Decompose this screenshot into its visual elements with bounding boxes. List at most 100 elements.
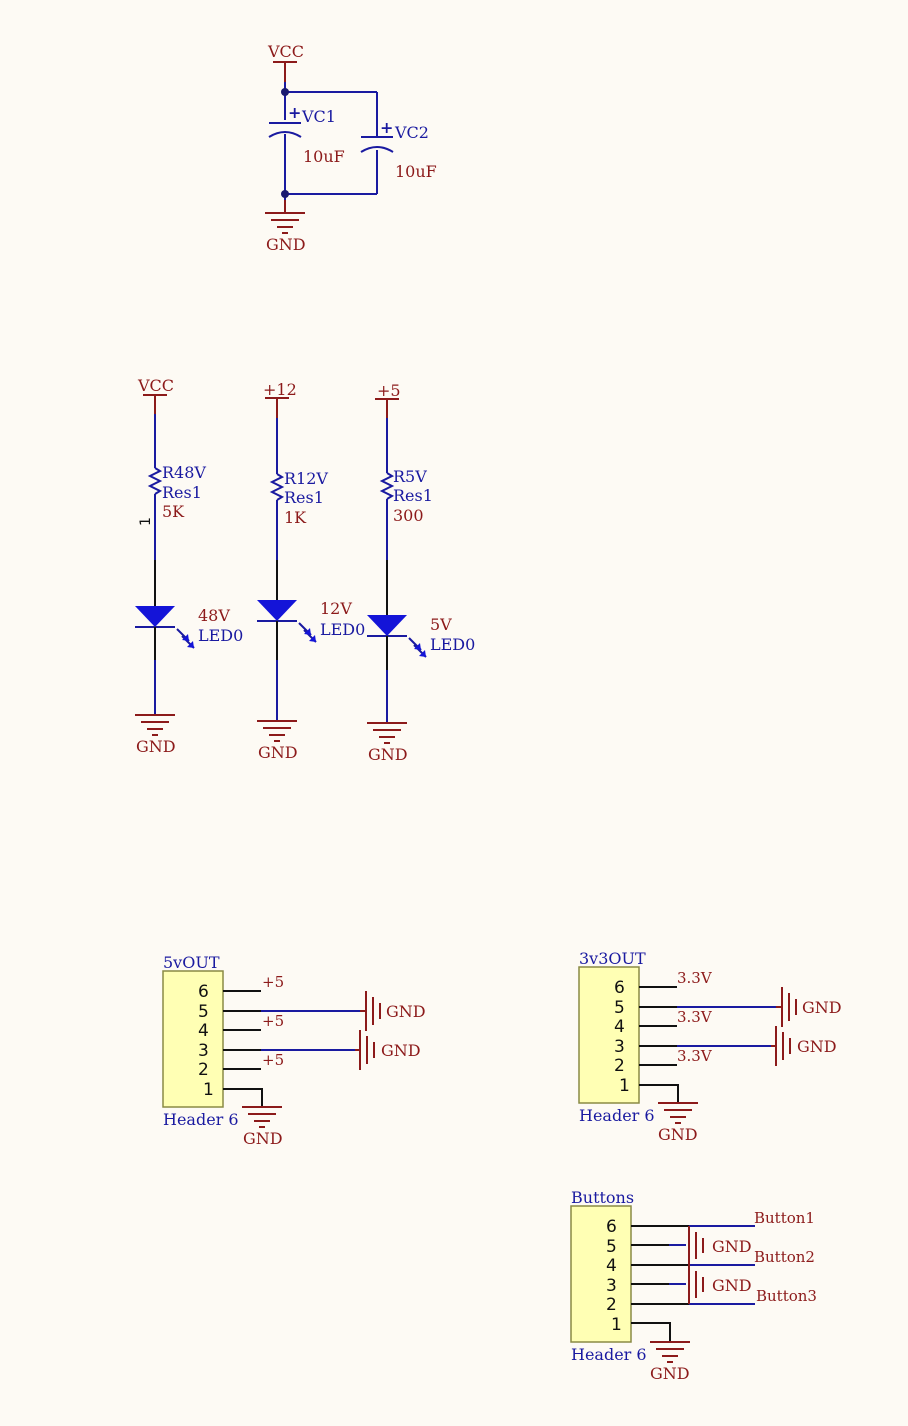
header-name: 5vOUT <box>163 953 220 972</box>
capacitor-vc1: + VC1 10uF <box>268 103 345 166</box>
pin-number: 6 <box>614 978 625 998</box>
header-body <box>570 1205 632 1343</box>
header-buttons: Buttons 6 5 4 3 2 1 Button1 Button2 Butt… <box>570 1188 817 1383</box>
pin-number: 4 <box>198 1021 209 1041</box>
res-designator: R12V <box>284 469 328 488</box>
gnd-symbol-sideways: GND <box>688 1265 752 1304</box>
net-label: Button2 <box>754 1248 815 1266</box>
header-name: 3v3OUT <box>579 949 646 968</box>
vc2-polarity: + <box>380 118 393 137</box>
vc1-value: 10uF <box>303 147 345 166</box>
pin-number: 1 <box>138 517 154 526</box>
net-label: 3.3V <box>677 1008 713 1026</box>
pin-number: 6 <box>198 982 209 1002</box>
pin-number: 3 <box>198 1041 209 1061</box>
gnd-label: GND <box>650 1364 690 1383</box>
led-branch-48v: VCC R48V Res1 5K 1 48V LED0 GND <box>135 376 243 756</box>
led-branch-5v: +5 R5V Res1 300 5V LED0 GND <box>367 381 475 764</box>
rail-label: +5 <box>377 381 401 400</box>
gnd-label: GND <box>258 743 298 762</box>
header-3v3out: 3v3OUT 6 5 4 3 2 1 3.3V 3.3V 3.3V GND <box>578 949 842 1144</box>
gnd-label: GND <box>658 1125 698 1144</box>
led-branch-12v: +12 R12V Res1 1K 12V LED0 GND <box>257 380 365 762</box>
gnd-symbol: GND <box>265 200 306 254</box>
net-label: +5 <box>262 973 284 991</box>
junction-dot <box>281 190 289 198</box>
gnd-label: GND <box>136 737 176 756</box>
vcc-power-symbol: VCC <box>267 42 304 82</box>
res-designator: R5V <box>393 467 427 486</box>
led-designator: LED0 <box>320 620 365 639</box>
net-label: Button1 <box>754 1209 815 1227</box>
gnd-label: GND <box>797 1037 837 1056</box>
pin-number: 2 <box>606 1295 617 1315</box>
pin-number: 4 <box>606 1256 617 1276</box>
pin-number: 5 <box>198 1002 209 1022</box>
pin-number: 3 <box>606 1276 617 1296</box>
res-value: 5K <box>162 502 185 521</box>
vc1-designator: VC1 <box>301 107 336 126</box>
pin-number: 1 <box>203 1080 214 1100</box>
header-type: Header 6 <box>579 1106 655 1125</box>
gnd-symbol: GND <box>658 1102 698 1144</box>
gnd-symbol: GND <box>650 1341 690 1383</box>
header-type: Header 6 <box>163 1110 239 1129</box>
vcc-label: VCC <box>267 42 304 61</box>
gnd-label: GND <box>368 745 408 764</box>
header-body <box>162 970 224 1108</box>
decoupling-section: VCC + VC1 10uF + VC2 10uF <box>265 42 437 254</box>
led-label: 5V <box>430 615 452 634</box>
capacitor-vc2: + VC2 10uF <box>360 118 437 181</box>
header-type: Header 6 <box>571 1345 647 1364</box>
pin-number: 3 <box>614 1037 625 1057</box>
gnd-symbol: GND <box>242 1106 283 1148</box>
vc2-value: 10uF <box>395 162 437 181</box>
gnd-symbol-sideways: GND <box>688 1226 752 1265</box>
res-type: Res1 <box>162 483 202 502</box>
net-label: 3.3V <box>677 969 713 987</box>
net-label: 3.3V <box>677 1047 713 1065</box>
net-label: Button3 <box>756 1287 817 1305</box>
led-icon <box>135 606 175 627</box>
gnd-label: GND <box>243 1129 283 1148</box>
gnd-label: GND <box>712 1237 752 1256</box>
led-icon <box>257 600 297 621</box>
gnd-label: GND <box>266 235 306 254</box>
pin-number: 2 <box>198 1060 209 1080</box>
rail-label: +12 <box>263 380 297 399</box>
header-body <box>578 966 640 1104</box>
res-type: Res1 <box>393 486 433 505</box>
junction-dot <box>281 88 289 96</box>
res-value: 1K <box>284 508 307 527</box>
net-label: +5 <box>262 1012 284 1030</box>
gnd-symbol-sideways: GND <box>360 991 426 1031</box>
led-designator: LED0 <box>430 635 475 654</box>
pin-number: 1 <box>611 1315 622 1335</box>
pin-number: 5 <box>606 1237 617 1257</box>
pin-number: 1 <box>619 1076 630 1096</box>
rail-label: VCC <box>137 376 174 395</box>
led-label: 12V <box>320 599 352 618</box>
gnd-symbol-sideways: GND <box>355 1030 421 1070</box>
gnd-label: GND <box>386 1002 426 1021</box>
gnd-label: GND <box>381 1041 421 1060</box>
res-type: Res1 <box>284 488 324 507</box>
led-designator: LED0 <box>198 626 243 645</box>
gnd-symbol-sideways: GND <box>776 987 842 1027</box>
led-icon <box>367 615 407 636</box>
gnd-label: GND <box>802 998 842 1017</box>
res-designator: R48V <box>162 463 206 482</box>
vc2-designator: VC2 <box>394 123 429 142</box>
pin-number: 4 <box>614 1017 625 1037</box>
led-label: 48V <box>198 606 230 625</box>
pin-number: 6 <box>606 1217 617 1237</box>
net-label: +5 <box>262 1051 284 1069</box>
gnd-label: GND <box>712 1276 752 1295</box>
res-value: 300 <box>393 506 424 525</box>
pin-number: 2 <box>614 1056 625 1076</box>
vc1-polarity: + <box>288 103 301 122</box>
header-name: Buttons <box>571 1188 634 1207</box>
pin-number: 5 <box>614 998 625 1018</box>
header-5vout: 5vOUT 6 5 4 3 2 1 +5 +5 +5 GND <box>162 953 426 1148</box>
